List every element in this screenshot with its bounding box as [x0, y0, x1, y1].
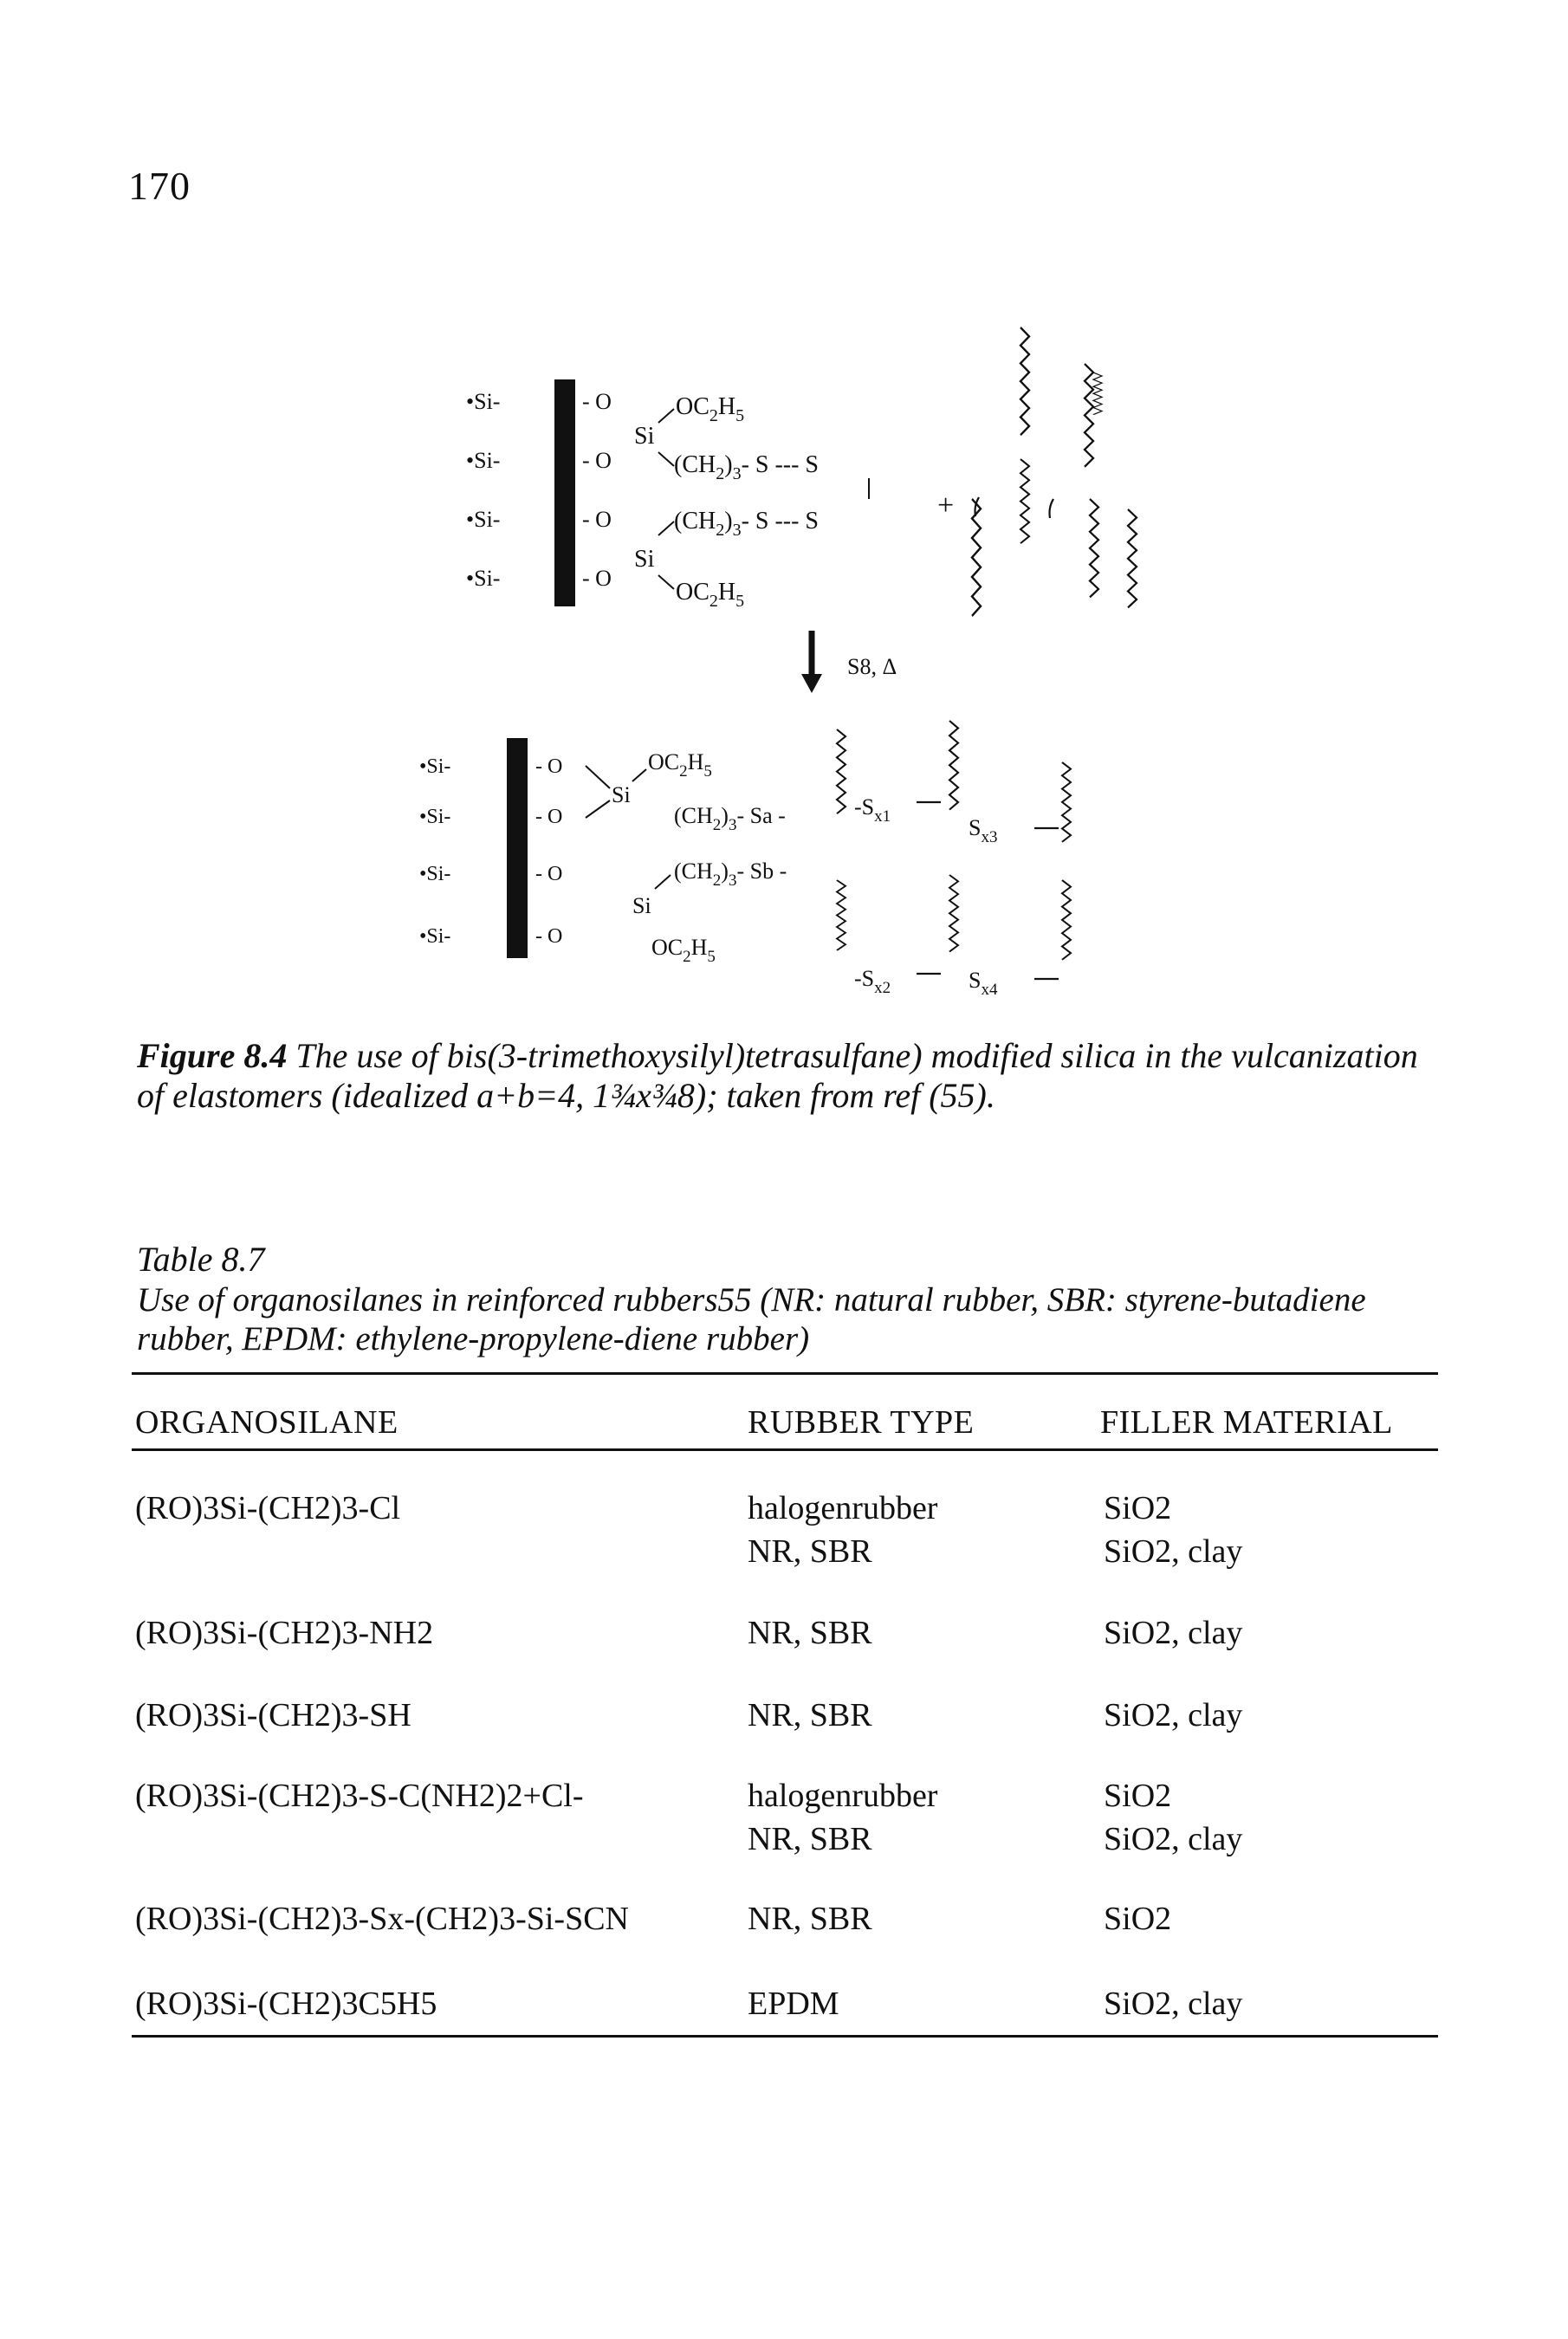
table-bottom-rule [132, 2035, 1438, 2038]
svg-text:- O: - O [582, 389, 612, 414]
crosslinked-chains [835, 719, 1072, 981]
silica-surface-bottom: •Si- •Si- •Si- •Si- - O - O - O - O [419, 738, 562, 958]
svg-text:•Si-: •Si- [466, 566, 500, 591]
table-row-organosilane: (RO)3Si-(CH2)3-NH2 [135, 1615, 434, 1651]
table-top-rule [132, 1372, 1438, 1375]
table-row-rubber: NR, SBR [748, 1901, 872, 1937]
svg-text:Si: Si [634, 423, 655, 450]
svg-text:OC2H5: OC2H5 [648, 749, 712, 781]
svg-text:OC2H5: OC2H5 [676, 579, 744, 611]
svg-text:•Si-: •Si- [466, 389, 500, 414]
svg-text:•Si-: •Si- [419, 863, 450, 885]
figure-label: Figure 8.4 [137, 1036, 288, 1075]
silane-chain-bottom: Si OC2H5 (CH2)3- Sa - (CH2)3- Sb - Si OC… [585, 749, 787, 966]
svg-text:Sx3: Sx3 [969, 815, 997, 846]
svg-text:(CH2)3- S --- S: (CH2)3- S --- S [674, 508, 819, 540]
svg-text:•Si-: •Si- [419, 755, 450, 778]
svg-text:- O: - O [535, 806, 562, 828]
svg-text:(CH2)3- Sa -: (CH2)3- Sa - [674, 803, 786, 834]
sulfur-bridge-labels: -Sx1 Sx3 -Sx2 Sx4 [854, 794, 998, 999]
page-number: 170 [128, 164, 191, 208]
svg-text:- O: - O [582, 566, 612, 591]
svg-text:OC2H5: OC2H5 [651, 935, 716, 966]
svg-text:(CH2)3- S --- S: (CH2)3- S --- S [674, 451, 819, 483]
svg-text:•Si-: •Si- [419, 925, 450, 948]
figure-8-4-scheme: •Si- •Si- •Si- •Si- - O - O - O - O Si O… [419, 326, 1138, 999]
table-caption: Use of organosilanes in reinforced rubbe… [137, 1281, 1366, 1358]
silica-surface-top: •Si- •Si- •Si- •Si- - O - O - O - O [466, 379, 612, 606]
figure-caption: Figure 8.4 The use of bis(3-trimethoxysi… [137, 1036, 1445, 1117]
svg-text:- O: - O [535, 863, 562, 885]
table-row-rubber: NR, SBR [748, 1615, 872, 1651]
table-row-organosilane: (RO)3Si-(CH2)3C5H5 [135, 1986, 437, 2022]
column-header-organosilane: ORGANOSILANE [135, 1404, 398, 1441]
svg-text:OC2H5: OC2H5 [676, 393, 744, 425]
table-row-filler: SiO2, clay [1104, 1986, 1243, 2022]
table-row-organosilane: (RO)3Si-(CH2)3-Sx-(CH2)3-Si-SCN [135, 1901, 629, 1937]
arrow-label: S8, Δ [847, 654, 897, 679]
svg-text:•Si-: •Si- [466, 507, 500, 532]
svg-text:- O: - O [535, 755, 562, 778]
column-header-filler-material: FILLER MATERIAL [1100, 1404, 1393, 1441]
table-header-rule [132, 1448, 1438, 1451]
table-row-organosilane: (RO)3Si-(CH2)3-S-C(NH2)2+Cl- [135, 1778, 584, 1814]
svg-text:(CH2)3- Sb -: (CH2)3- Sb - [674, 858, 787, 890]
svg-text:- O: - O [535, 925, 562, 948]
svg-text:- O: - O [582, 448, 612, 473]
table-row-filler: SiO2, clay [1104, 1615, 1243, 1651]
silane-chain-top: Si OC2H5 (CH2)3- S --- S (CH2)3- S --- S… [634, 393, 870, 611]
svg-text:•Si-: •Si- [419, 806, 450, 828]
table-row-organosilane: (RO)3Si-(CH2)3-SH [135, 1697, 411, 1733]
svg-text:•Si-: •Si- [466, 448, 500, 473]
figure-caption-text: The use of bis(3-trimethoxysilyl)tetrasu… [137, 1036, 1418, 1116]
table-row-organosilane: (RO)3Si-(CH2)3-Cl [135, 1490, 401, 1526]
table-row-filler: SiO2 [1104, 1901, 1172, 1937]
elastomer-chains-top [970, 326, 1138, 618]
svg-text:- O: - O [582, 507, 612, 532]
plus-sign: + [937, 489, 954, 522]
svg-text:Si: Si [634, 546, 655, 573]
svg-text:-Sx1: -Sx1 [854, 794, 891, 826]
reaction-arrow [801, 631, 822, 693]
svg-text:Si: Si [632, 893, 651, 918]
table-row-rubber: EPDM [748, 1986, 839, 2022]
table-row-filler: SiO2, clay [1104, 1697, 1243, 1733]
table-title: Table 8.7 [137, 1240, 265, 1279]
table-row-rubber: NR, SBR [748, 1697, 872, 1733]
svg-text:Si: Si [612, 782, 631, 807]
svg-text:Sx4: Sx4 [969, 968, 998, 999]
svg-text:-Sx2: -Sx2 [854, 966, 891, 997]
column-header-rubber-type: RUBBER TYPE [748, 1404, 975, 1441]
